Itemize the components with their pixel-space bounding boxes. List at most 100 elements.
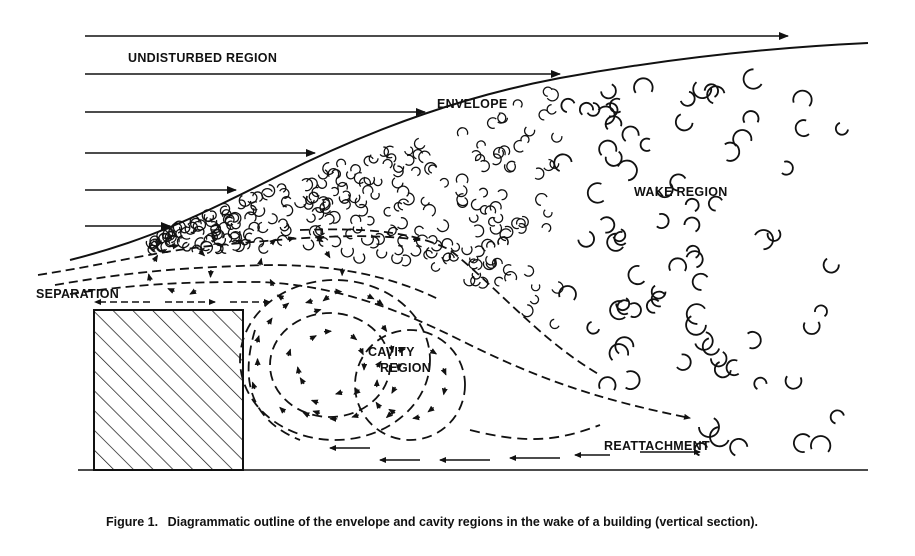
- turbulence-mark: [455, 173, 469, 184]
- swirl-arrow: [322, 294, 330, 302]
- turbulence-mark: [314, 224, 325, 236]
- turbulence-mark: [331, 169, 341, 179]
- turbulence-mark: [232, 239, 242, 251]
- turbulence-mark: [534, 167, 545, 180]
- turbulence-mark: [209, 210, 217, 221]
- turbulence-mark: [383, 145, 394, 159]
- turbulence-mark: [729, 438, 749, 457]
- swirl-arrow: [396, 363, 402, 372]
- turbulence-mark: [337, 181, 348, 191]
- turbulence-mark: [282, 204, 294, 217]
- turbulence-mark: [226, 220, 235, 230]
- turbulence-mark: [471, 259, 483, 271]
- turbulence-mark: [410, 245, 422, 257]
- turbulence-mark: [379, 146, 389, 157]
- turbulence-mark: [725, 359, 740, 377]
- swirl-arrow: [198, 249, 206, 257]
- turbulence-mark: [639, 137, 651, 152]
- turbulence-mark: [810, 435, 832, 453]
- turbulence-mark: [474, 245, 485, 258]
- turbulence-mark: [468, 214, 479, 223]
- turbulence-mark: [397, 234, 409, 247]
- turbulence-mark: [317, 169, 329, 180]
- turbulence-mark: [479, 205, 488, 215]
- turbulence-mark: [350, 214, 362, 225]
- turbulence-mark: [336, 158, 347, 168]
- swirl-arrow: [257, 257, 263, 266]
- turbulence-mark: [511, 217, 521, 230]
- turbulence-mark: [709, 426, 730, 448]
- turbulence-mark: [311, 207, 325, 221]
- turbulence-mark: [200, 241, 214, 254]
- turbulence-mark: [701, 337, 720, 356]
- turbulence-mark: [192, 225, 205, 236]
- swirl-arrow: [380, 324, 388, 333]
- turbulence-mark: [397, 198, 410, 211]
- turbulence-mark: [276, 234, 288, 247]
- turbulence-mark: [551, 281, 564, 294]
- turbulence-mark: [262, 184, 276, 198]
- turbulence-mark: [625, 370, 641, 390]
- turbulence-mark: [401, 254, 412, 267]
- turbulence-mark: [279, 187, 290, 200]
- turbulence-mark: [781, 160, 794, 176]
- turbulence-mark: [518, 223, 527, 234]
- separation-streamline: [37, 235, 421, 276]
- turbulence-mark: [179, 223, 191, 234]
- turbulence-mark: [428, 164, 438, 174]
- turbulence-mark: [439, 177, 449, 188]
- label-envelope: ENVELOPE: [437, 97, 507, 111]
- swirl-arrow: [287, 236, 296, 243]
- turbulence-mark: [586, 321, 600, 335]
- turbulence-mark: [340, 199, 351, 210]
- turbulence-mark: [353, 171, 364, 185]
- turbulence-mark: [413, 137, 426, 150]
- turbulence-mark: [301, 178, 314, 192]
- swirl-arrow: [313, 308, 322, 315]
- turbulence-mark: [617, 159, 638, 182]
- turbulence-mark: [171, 222, 183, 234]
- turbulence-mark: [586, 182, 605, 204]
- turbulence-mark: [494, 276, 504, 287]
- turbulence-mark: [558, 285, 577, 301]
- swirl-arrow: [167, 288, 175, 294]
- label-wake-region: WAKE REGION: [634, 185, 728, 199]
- turbulence-mark: [450, 242, 461, 252]
- turbulence-mark: [392, 165, 404, 178]
- turbulence-mark: [586, 102, 601, 117]
- turbulence-mark: [391, 177, 404, 189]
- separation-streamline: [54, 264, 441, 301]
- turbulence-mark: [694, 331, 714, 351]
- turbulence-mark: [486, 117, 497, 129]
- turbulence-mark: [145, 238, 158, 249]
- turbulence-mark: [294, 195, 307, 209]
- turbulence-mark: [252, 207, 266, 217]
- turbulence-mark: [486, 240, 496, 248]
- swirl-arrow: [351, 412, 360, 419]
- turbulence-mark: [543, 158, 555, 172]
- turbulence-mark: [599, 216, 616, 234]
- turbulence-mark: [456, 127, 469, 137]
- turbulence-mark: [302, 239, 315, 251]
- turbulence-mark: [212, 242, 222, 254]
- cavity-vortex-inner: [269, 312, 391, 418]
- turbulence-mark: [220, 243, 229, 254]
- turbulence-mark: [322, 162, 335, 176]
- turbulence-mark: [410, 166, 421, 177]
- swirl-arrow: [309, 335, 317, 342]
- turbulence-mark: [221, 209, 232, 218]
- turbulence-mark: [373, 178, 383, 187]
- swirl-arrow: [397, 347, 406, 354]
- turbulence-mark: [205, 232, 216, 242]
- turbulence-mark: [267, 213, 278, 225]
- ground-reverse-flow: [329, 445, 701, 463]
- turbulence-mark: [468, 258, 478, 270]
- turbulence-mark: [784, 375, 803, 390]
- turbulence-mark: [367, 215, 375, 226]
- envelope-curve: [69, 42, 869, 261]
- turbulence-mark: [203, 213, 215, 223]
- turbulence-mark: [698, 417, 720, 438]
- turbulence-mark: [247, 205, 257, 216]
- turbulence-mark: [600, 83, 617, 100]
- turbulence-mark: [405, 154, 415, 166]
